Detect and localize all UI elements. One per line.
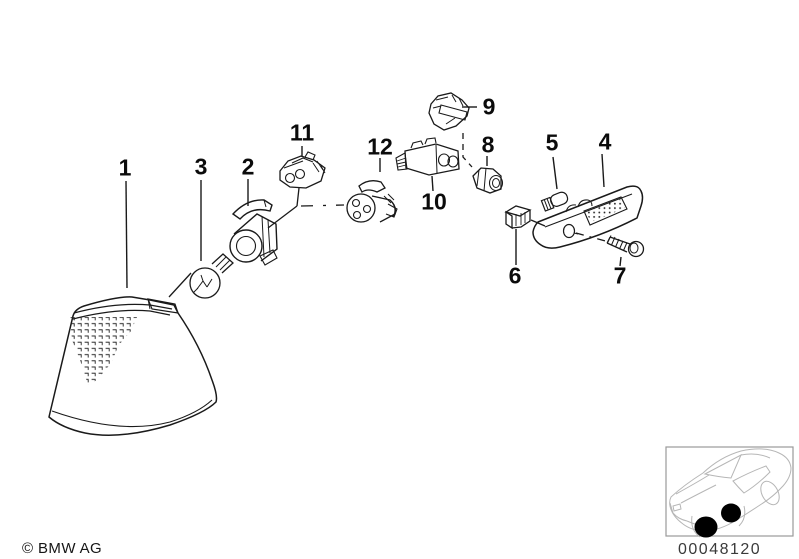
wedge-bulb-drawing-5 — [540, 191, 569, 212]
leader-lines — [125, 106, 622, 289]
part-label-8[interactable]: 8 — [481, 131, 495, 158]
front-turn-indicator-drawing — [48, 296, 218, 436]
leader-line-7 — [619, 256, 622, 267]
part-label-9[interactable]: 9 — [482, 93, 496, 120]
leader-line-5 — [552, 156, 558, 190]
connector-drawing-11 — [279, 151, 326, 189]
lamp-holder-drawing-6 — [504, 205, 532, 230]
highlight-dot-side-marker — [721, 503, 741, 523]
car-outline-drawing — [669, 448, 792, 538]
part-label-7[interactable]: 7 — [613, 262, 627, 289]
part-label-10[interactable]: 10 — [421, 188, 447, 215]
side-marker-reflector-dots — [586, 199, 625, 222]
junction-to-connector12-dashline — [300, 204, 345, 207]
bulb-holder-drawing-2 — [229, 199, 278, 266]
leader-line-10 — [431, 175, 434, 192]
bulb-socket-housing-drawing-10 — [395, 137, 460, 176]
part-label-6[interactable]: 6 — [508, 262, 522, 289]
side-marker-lamp-drawing-4 — [532, 185, 644, 249]
connector9-to-socket8-dashline — [462, 133, 473, 168]
part-label-4[interactable]: 4 — [598, 128, 612, 155]
lamp4-to-screw7-dashline — [575, 232, 610, 243]
part-label-12[interactable]: 12 — [367, 133, 393, 160]
car-position-thumbnail — [665, 446, 794, 538]
bulb-drawing-3 — [189, 253, 234, 299]
thumbnail-frame — [665, 446, 794, 537]
connector-drawing-9 — [428, 92, 470, 131]
bulb-socket-drawing-8 — [472, 167, 504, 194]
highlight-dot-front-indicator — [694, 516, 718, 538]
connector-drawing-12 — [346, 180, 398, 223]
lamp-to-bulb-line — [168, 272, 192, 298]
lamp-lens-hatch-texture — [70, 317, 137, 385]
part-label-3[interactable]: 3 — [194, 153, 208, 180]
part-label-2[interactable]: 2 — [241, 153, 255, 180]
copyright-text: © BMW AG — [22, 540, 103, 557]
part-label-11[interactable]: 11 — [289, 119, 315, 146]
junction-to-holder-line — [267, 205, 298, 229]
screw-drawing-7 — [606, 235, 645, 258]
leader-line-1 — [125, 180, 128, 289]
connector11-junction-line — [296, 187, 300, 207]
image-number-text: 00048120 — [678, 541, 762, 558]
part-label-1[interactable]: 1 — [118, 154, 132, 181]
leader-line-4 — [601, 153, 605, 188]
part-label-5[interactable]: 5 — [545, 129, 559, 156]
